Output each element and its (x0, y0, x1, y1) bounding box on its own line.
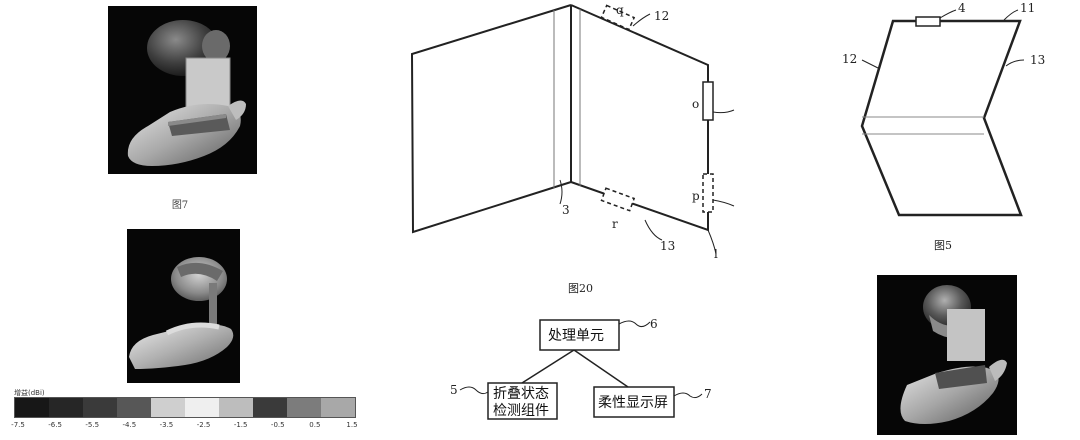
gain-scale-cell (15, 398, 49, 417)
gain-scale-tick: 0.5 (309, 421, 321, 429)
figure-7-caption: 图7 (171, 200, 189, 211)
processing-unit-label: 处理单元 (548, 328, 604, 344)
fold-detector-box (487, 382, 558, 420)
gain-scale-tick: -7.5 (11, 421, 25, 429)
hand-phone-image (877, 275, 1017, 435)
label-q: q (616, 3, 624, 17)
gain-scale-tick: -6.5 (48, 421, 62, 429)
flexible-display-label: 柔性显示屏 (598, 395, 668, 411)
gain-scale-cell (185, 398, 219, 417)
label-p: p (692, 189, 700, 203)
label-13-fig5: 13 (1030, 53, 1045, 67)
gain-scale-cell (321, 398, 355, 417)
gain-scale-tick: -4.5 (122, 421, 137, 429)
gain-color-scale (14, 397, 356, 418)
processing-unit-box (539, 319, 620, 351)
fold-detector-label-2: 检测组件 (493, 403, 549, 419)
flexible-display-box (593, 386, 675, 418)
label-3: 3 (562, 203, 570, 217)
label-11: 11 (1020, 1, 1035, 15)
block-diagram (459, 319, 703, 420)
gain-scale-cell (287, 398, 321, 417)
gain-scale-cell (117, 398, 151, 417)
gain-scale-tick: 1.5 (346, 421, 358, 429)
figure-5-drawing (860, 9, 1025, 217)
label-12-fig20: 12 (654, 9, 669, 23)
gain-scale-title: 增益(dBi) (14, 389, 45, 397)
label-5: 5 (450, 383, 458, 397)
label-4: 4 (958, 1, 966, 15)
figure-7-image (108, 6, 257, 174)
gain-scale-cell (83, 398, 117, 417)
figure-20-drawing (410, 4, 735, 255)
gain-scale-tick: -3.5 (159, 421, 174, 429)
gain-scale-cell (219, 398, 253, 417)
label-r: r (612, 217, 618, 231)
figure-20-caption: 图20 (568, 282, 593, 295)
label-7: 7 (704, 387, 712, 401)
hand-model-image (127, 229, 240, 383)
label-12-fig5: 12 (842, 52, 857, 66)
gain-scale-cell (49, 398, 83, 417)
gain-scale-cell (151, 398, 185, 417)
label-o: o (692, 97, 699, 111)
label-l: l (714, 247, 718, 261)
label-13-fig20: 13 (660, 239, 675, 253)
gain-scale-tick: -5.5 (85, 421, 100, 429)
gain-scale-tick: -1.5 (233, 421, 248, 429)
gain-scale-tick: -2.5 (196, 421, 211, 429)
gain-scale-tick: -0.5 (270, 421, 285, 429)
figure-5-caption: 图5 (934, 239, 952, 252)
gain-scale-cell (253, 398, 287, 417)
label-6: 6 (650, 317, 658, 331)
fold-detector-label-1: 折叠状态 (493, 386, 549, 402)
